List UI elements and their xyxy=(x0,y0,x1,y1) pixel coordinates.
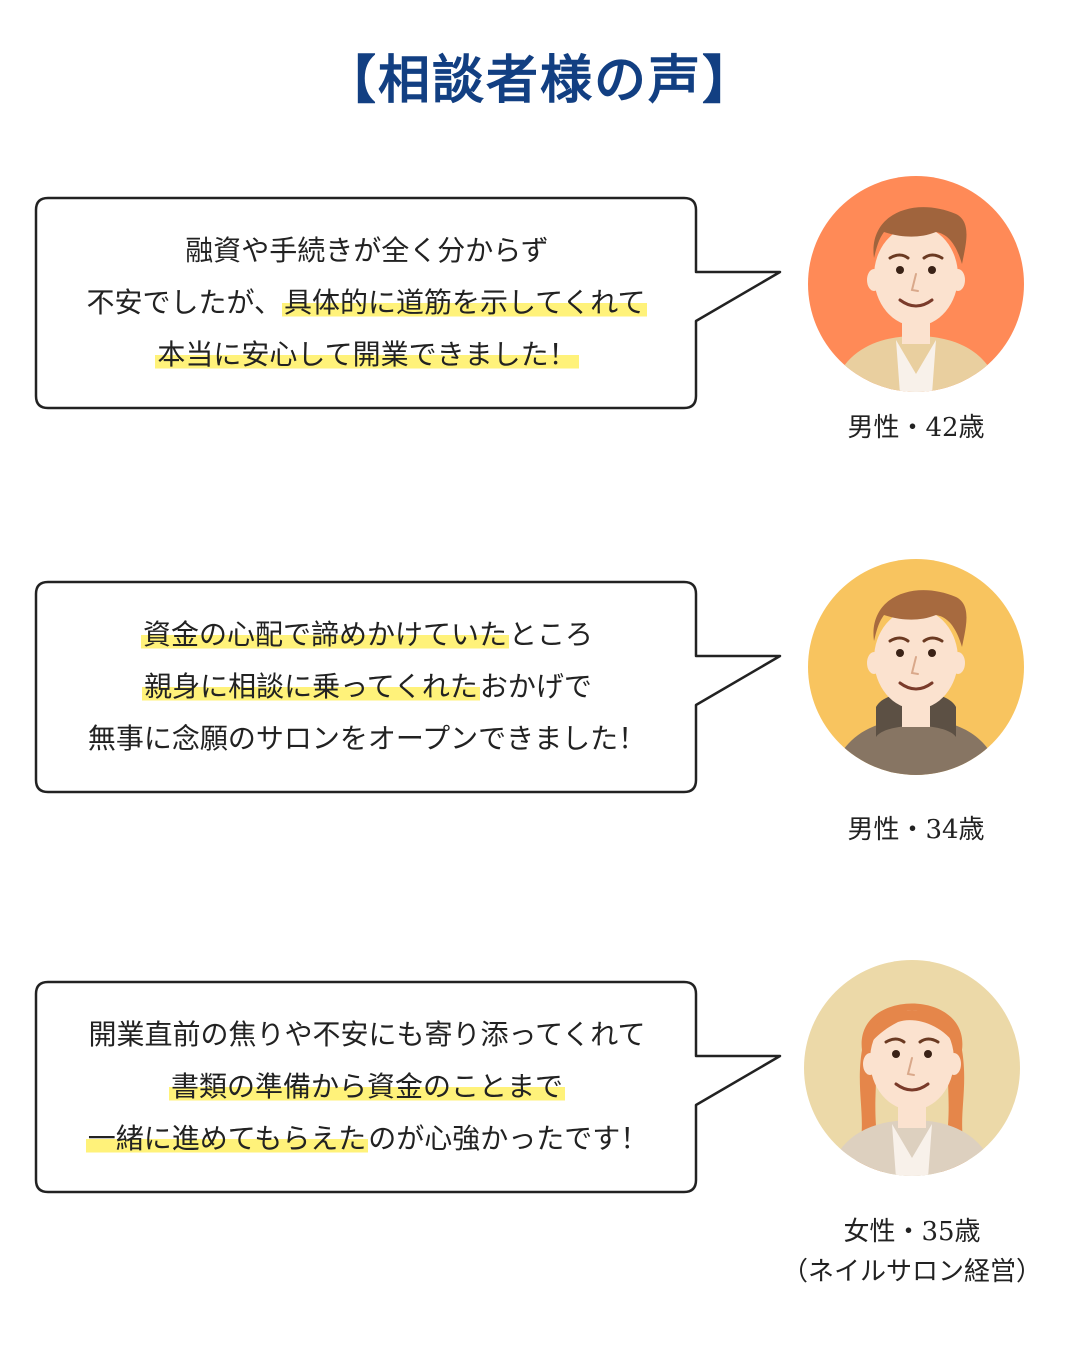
testimonial-line: 不安でしたが、具体的に道筋を示してくれて xyxy=(87,277,648,329)
customer-caption: 男性・34歳 xyxy=(786,810,1046,850)
customer-caption: 女性・35歳 （ネイルサロン経営） xyxy=(782,1212,1042,1292)
man-avatar-icon xyxy=(808,176,1024,392)
man-avatar-icon xyxy=(808,559,1024,775)
testimonial-card: 融資や手続きが全く分からず不安でしたが、具体的に道筋を示してくれて本当に安心して… xyxy=(0,176,1080,496)
customer-occupation: （ネイルサロン経営） xyxy=(782,1257,1043,1287)
text-segment: 開業直前の焦りや不安にも寄り添ってくれて xyxy=(88,1018,646,1051)
highlighted-text: 一緒に進めてもらえた xyxy=(85,1122,369,1155)
testimonial-text: 開業直前の焦りや不安にも寄り添ってくれて書類の準備から資金のことまで一緒に進めて… xyxy=(38,980,696,1194)
testimonial-line: 一緒に進めてもらえたのが心強かったです！ xyxy=(85,1113,649,1165)
customer-caption: 男性・42歳 xyxy=(786,408,1046,448)
testimonial-card: 資金の心配で諦めかけていたところ親身に相談に乗ってくれたおかげで無事に念願のサロ… xyxy=(0,559,1080,880)
testimonial-text: 融資や手続きが全く分からず不安でしたが、具体的に道筋を示してくれて本当に安心して… xyxy=(38,196,696,410)
avatar xyxy=(806,174,1026,394)
customer-profile: 男性・42歳 xyxy=(847,413,985,443)
testimonial-line: 無事に念願のサロンをオープンできました！ xyxy=(88,713,646,765)
testimonial-line: 書類の準備から資金のことまで xyxy=(168,1061,565,1113)
page-title: 【相談者様の声】 xyxy=(323,51,756,111)
testimonial-text: 資金の心配で諦めかけていたところ親身に相談に乗ってくれたおかげで無事に念願のサロ… xyxy=(38,580,696,794)
avatar xyxy=(806,557,1026,777)
highlighted-text: 資金の心配で諦めかけていた xyxy=(140,618,509,651)
testimonial-line: 融資や手続きが全く分からず xyxy=(185,225,548,277)
testimonial-line: 資金の心配で諦めかけていたところ xyxy=(140,609,594,661)
testimonial-line: 本当に安心して開業できました！ xyxy=(155,329,579,381)
text-segment: おかげで xyxy=(479,670,592,703)
highlighted-text: 書類の準備から資金のことまで xyxy=(168,1070,565,1103)
highlighted-text: 本当に安心して開業できました！ xyxy=(155,338,579,371)
woman-avatar-icon xyxy=(804,960,1020,1176)
highlighted-text: 具体的に道筋を示してくれて xyxy=(281,286,648,319)
avatar xyxy=(802,958,1022,1178)
testimonial-line: 開業直前の焦りや不安にも寄り添ってくれて xyxy=(89,1009,646,1061)
customer-profile: 男性・34歳 xyxy=(847,815,985,845)
text-segment: 融資や手続きが全く分からず xyxy=(185,234,549,267)
text-segment: のが心強かったです！ xyxy=(368,1122,649,1155)
testimonial-card: 開業直前の焦りや不安にも寄り添ってくれて書類の準備から資金のことまで一緒に進めて… xyxy=(0,960,1080,1287)
text-segment: ところ xyxy=(509,618,594,651)
text-segment: 不安でしたが、 xyxy=(86,286,282,319)
testimonial-line: 親身に相談に乗ってくれたおかげで xyxy=(142,661,592,713)
customer-profile: 女性・35歳 xyxy=(843,1217,981,1247)
highlighted-text: 親身に相談に乗ってくれた xyxy=(142,670,480,703)
text-segment: 無事に念願のサロンをオープンできました！ xyxy=(87,722,647,755)
